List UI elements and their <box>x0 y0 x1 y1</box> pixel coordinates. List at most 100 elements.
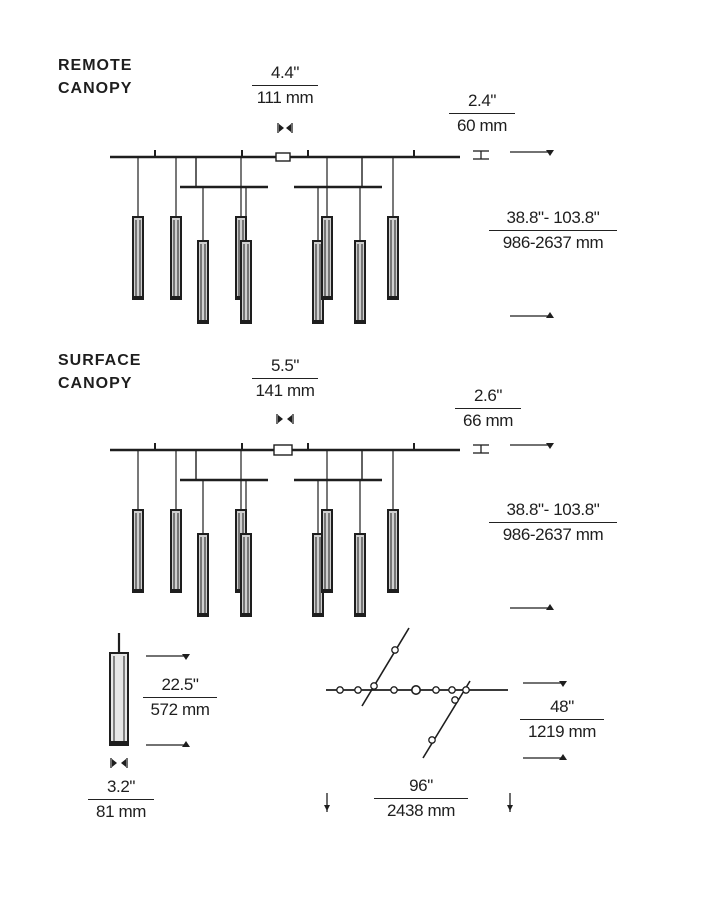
surface-title-line1: SURFACE <box>58 352 142 369</box>
plan-width-left-head <box>324 805 330 811</box>
surface-height-mm: 66 mm <box>463 411 513 430</box>
plan-pendant-dot <box>448 686 456 694</box>
plan-width-right-head <box>507 805 513 811</box>
pendant-body <box>354 240 366 324</box>
pendant-body <box>240 533 252 617</box>
remote-height-mm: 60 mm <box>457 116 507 135</box>
remote-canopy-height-dim: 2.4" 60 mm <box>449 91 515 136</box>
plan-depth-mm: 1219 mm <box>527 722 597 741</box>
pendant-cap <box>133 296 143 299</box>
plan-pendant-dot <box>390 686 398 694</box>
surface-drop-in: 38.8"- 103.8" <box>489 500 617 523</box>
remote-drop-bottom-arrow-head <box>546 312 554 318</box>
plan-pendant-dot <box>428 736 436 744</box>
pendant-light <box>197 533 209 617</box>
pendant-light <box>354 533 366 617</box>
pendant-cap <box>171 589 181 592</box>
pendant-width-dim: 3.2" 81 mm <box>88 777 154 822</box>
pendant-length-top-arrow-head <box>182 654 190 660</box>
pendant-light <box>321 216 333 300</box>
canopy <box>275 152 291 162</box>
pendant-width-mm: 81 mm <box>96 802 146 821</box>
remote-canopy-mm: 111 mm <box>256 88 314 107</box>
plan-depth-dim: 48" 1219 mm <box>520 697 604 742</box>
pendant-body <box>387 216 399 300</box>
pendant-length-mm: 572 mm <box>150 700 210 719</box>
pendant-cap <box>198 320 208 323</box>
detail-cap <box>110 741 128 745</box>
pendant-width-in: 3.2" <box>88 777 154 800</box>
remote-drop-dim: 38.8"- 103.8" 986-2637 mm <box>489 208 617 253</box>
plan-view <box>326 627 508 759</box>
plan-pendant-dot <box>451 696 459 704</box>
remote-drop-in: 38.8"- 103.8" <box>489 208 617 231</box>
pendant-detail <box>109 633 129 746</box>
dimension-markers <box>110 123 567 812</box>
pendant-body <box>132 216 144 300</box>
surface-drop-mm: 986-2637 mm <box>502 525 604 544</box>
pendant-cap <box>355 320 365 323</box>
surface-drop-dim: 38.8"- 103.8" 986-2637 mm <box>489 500 617 545</box>
pendant-body <box>132 509 144 593</box>
plan-width-in: 96" <box>374 776 468 799</box>
surface-canopy-height-dim: 2.6" 66 mm <box>455 386 521 431</box>
pendant-light <box>387 509 399 593</box>
pendant-length-bottom-arrow-head <box>182 741 190 747</box>
pendant-cap <box>322 589 332 592</box>
pendant-body <box>321 509 333 593</box>
plan-depth-top-arrow-head <box>559 681 567 687</box>
pendant-body <box>240 240 252 324</box>
plan-canopy-dot <box>410 684 421 695</box>
plan-pendant-dot <box>391 646 399 654</box>
pendant-body <box>321 216 333 300</box>
pendant-light <box>387 216 399 300</box>
remote-canopy-elevation <box>110 150 460 324</box>
plan-width-dim: 96" 2438 mm <box>374 776 468 821</box>
plan-depth-in: 48" <box>520 697 604 720</box>
surface-canopy-width-dim: 5.5" 141 mm <box>252 356 318 401</box>
pendant-cap <box>313 320 323 323</box>
remote-drop-top-arrow-head <box>546 150 554 156</box>
plan-pendant-dot <box>370 682 378 690</box>
canopy <box>273 444 293 456</box>
pendant-body <box>387 509 399 593</box>
remote-canopy-width-dim: 4.4" 111 mm <box>252 63 318 108</box>
surface-canopy-width-arrows <box>276 414 294 424</box>
remote-canopy-title: REMOTE CANOPY <box>58 54 132 100</box>
remote-height-in: 2.4" <box>449 91 515 114</box>
pendant-light <box>240 533 252 617</box>
pendant-width-arrows <box>110 758 128 768</box>
pendant-cap <box>388 589 398 592</box>
pendant-light <box>321 509 333 593</box>
remote-canopy-width-arrows <box>277 123 293 133</box>
remote-title-line1: REMOTE <box>58 57 133 74</box>
pendant-cap <box>322 296 332 299</box>
surface-drop-top-arrow-head <box>546 443 554 449</box>
surface-canopy-mm: 141 mm <box>255 381 315 400</box>
pendant-light <box>240 240 252 324</box>
pendant-cap <box>198 613 208 616</box>
plan-pendant-dot <box>432 686 440 694</box>
plan-pendant-dot <box>354 686 362 694</box>
pendant-light <box>197 240 209 324</box>
pendant-light <box>170 509 182 593</box>
surface-drop-bottom-arrow-head <box>546 604 554 610</box>
pendant-body <box>197 533 209 617</box>
pendant-light <box>354 240 366 324</box>
remote-canopy-in: 4.4" <box>252 63 318 86</box>
pendant-cap <box>241 320 251 323</box>
remote-height-marker <box>473 150 489 160</box>
plan-width-mm: 2438 mm <box>386 801 456 820</box>
surface-canopy-elevation <box>110 443 460 617</box>
plan-depth-bottom-arrow-head <box>559 754 567 760</box>
pendant-cap <box>388 296 398 299</box>
pendant-body <box>197 240 209 324</box>
pendant-light <box>170 216 182 300</box>
pendant-light <box>132 509 144 593</box>
pendant-cap <box>171 296 181 299</box>
pendant-cap <box>313 613 323 616</box>
remote-title-line2: CANOPY <box>58 80 133 97</box>
surface-canopy-in: 5.5" <box>252 356 318 379</box>
plan-pendant-dot <box>462 686 470 694</box>
